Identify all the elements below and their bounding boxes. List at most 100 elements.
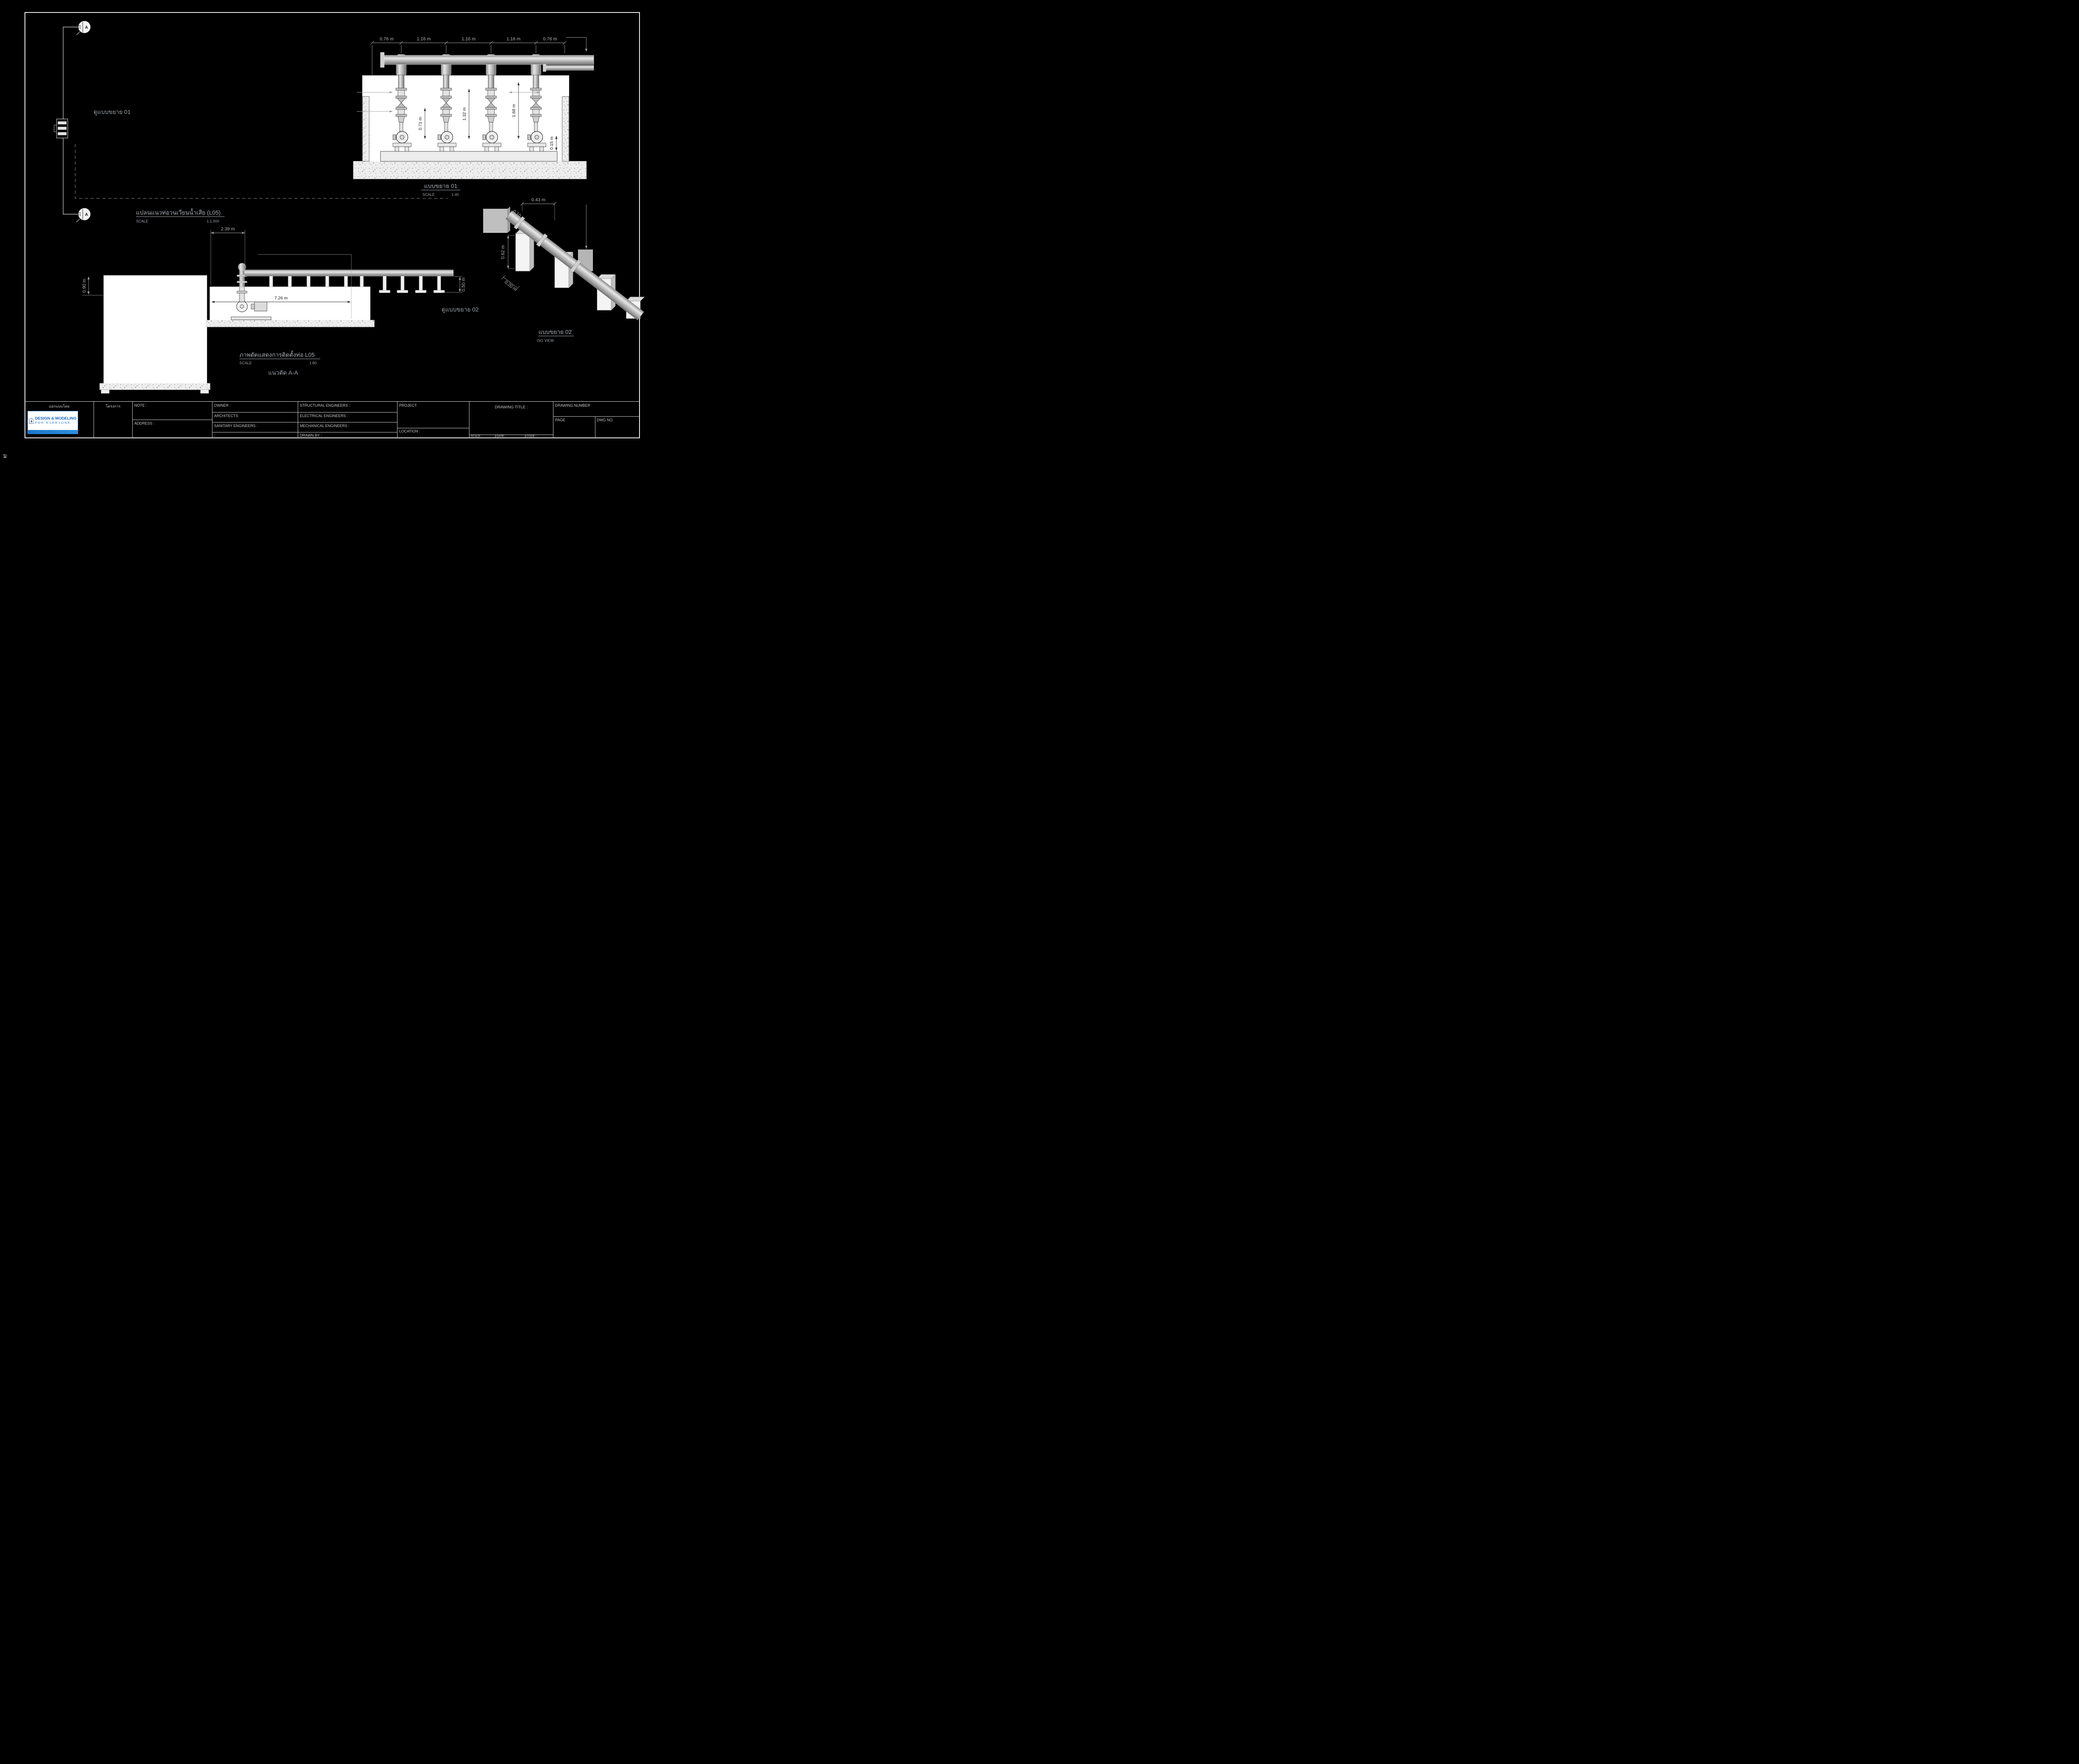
owner-label: OWNER : bbox=[214, 403, 231, 408]
pump-station-plan-symbol bbox=[54, 119, 68, 138]
section-marker-letter: A bbox=[85, 25, 88, 30]
wall-panel bbox=[483, 209, 507, 233]
section-title: ภาพตัดแสดงการติดตั้งท่อ L05 bbox=[240, 351, 315, 358]
section-marker-number: 23 bbox=[78, 212, 81, 216]
see-detail-01-label: ดูแบบขยาย 01 bbox=[94, 109, 131, 116]
electrical-engineers-label: ELECTRICAL ENGINEERS : bbox=[300, 414, 348, 418]
titleblock-project-cell: PROJECT: LOCATION : bbox=[397, 402, 469, 438]
sanitary-engineers-label: SANITARY ENGINEERS : bbox=[214, 424, 258, 428]
dim-label: 1.16 m bbox=[462, 37, 476, 42]
code-label: CODE : bbox=[526, 435, 537, 438]
dim-label: 0.90 m bbox=[82, 279, 87, 293]
plan-scale-label: SCALE bbox=[136, 219, 148, 223]
pipe-supports bbox=[269, 276, 445, 293]
titleblock-designed-by-cell: ออกแบบโดย 8 DESIGN & MODELING FOR EVERYO… bbox=[25, 402, 94, 438]
detail02-view-label: ISO VIEW bbox=[537, 338, 554, 343]
receiving-tank bbox=[104, 275, 207, 384]
titleblock-drawing-number-cell: DRAWING NUMBER PAGE DWG NO. bbox=[553, 402, 640, 438]
sheet-border bbox=[25, 12, 640, 438]
drawn-by-label: DRAWN BY : bbox=[300, 433, 322, 437]
titleblock-drawing-title-cell: DRAWING TITLE : SCALE : DATE : CODE : bbox=[469, 402, 553, 438]
dim-label: 1.16 m bbox=[417, 37, 431, 42]
house-icon: 8 bbox=[29, 418, 34, 424]
section-name-label: แนวตัด A-A bbox=[268, 369, 299, 376]
section-marker-number: 23 bbox=[78, 25, 81, 29]
dim-label: 0.62 m bbox=[501, 245, 506, 259]
logo-line1: DESIGN & MODELING bbox=[35, 416, 77, 421]
dim-label: 1.68 m bbox=[511, 104, 516, 117]
section-dimensions bbox=[82, 230, 462, 319]
plan-title: แปลนแนวท่อวนเวียนน้ำเสีย (L05) bbox=[136, 208, 221, 216]
section-marker-letter: A bbox=[85, 212, 88, 217]
detail01-view: 0.76 m 1.16 m 1.16 m 1.16 m 0.76 m 0.71 … bbox=[353, 37, 594, 197]
dim-label: 0.76 m bbox=[543, 37, 557, 42]
plan-scale-value: 1:1,000 bbox=[207, 219, 219, 223]
elbow-ball bbox=[238, 263, 246, 271]
iso-pipe bbox=[505, 210, 644, 321]
page-label: PAGE bbox=[555, 418, 565, 422]
drawing-canvas: A 23 A 23 ดูแบบขยาย 01 แปลนแนวท่อวนเวียน… bbox=[25, 12, 645, 438]
location-label: LOCATION : bbox=[399, 429, 420, 433]
designed-by-label: ออกแบบโดย bbox=[49, 404, 70, 408]
detail01-scale-label: SCALE bbox=[422, 193, 435, 197]
drawing-sheet: A 23 A 23 ดูแบบขยาย 01 แปลนแนวท่อวนเวียน… bbox=[0, 0, 652, 461]
detail01-title: แบบขยาย 01 bbox=[424, 183, 457, 189]
outlet-pipe bbox=[545, 65, 594, 71]
dim-label: 0.15 m bbox=[549, 136, 554, 150]
dwg-no-label: DWG NO. bbox=[597, 418, 614, 422]
section-marker-a-top: A 23 bbox=[76, 21, 91, 35]
detail01-scale-value: 1:40 bbox=[452, 193, 459, 197]
dim-label: 0.71 m bbox=[418, 117, 423, 130]
address-label: ADDRESS : bbox=[134, 421, 155, 425]
manifold-end-flange bbox=[380, 52, 385, 68]
dim-label: 0.20 m bbox=[504, 280, 518, 292]
blank-row-label: : bbox=[214, 433, 215, 437]
detail02-iso-view: 0.43 m 0.10 m 0.62 m 0.20 m แบบขยาย 02 I… bbox=[483, 198, 645, 343]
pump-base-plinth bbox=[380, 151, 558, 162]
tank-wall-right bbox=[562, 96, 569, 162]
dim-label: 1.32 m bbox=[462, 107, 467, 121]
drawing-title-label: DRAWING TITLE : bbox=[494, 405, 528, 410]
project-label: PROJECT: bbox=[399, 403, 417, 408]
titleblock-engineers-cell: STRUCTURAL ENGINEERS : ELECTRICAL ENGINE… bbox=[298, 402, 397, 438]
dim-label: 2.39 m bbox=[221, 227, 235, 232]
corner-link[interactable]: บ bbox=[3, 452, 7, 458]
mechanical-engineers-label: MECHANICAL ENGINEERS : bbox=[300, 424, 350, 428]
title-block: ออกแบบโดย 8 DESIGN & MODELING FOR EVERYO… bbox=[25, 401, 640, 438]
dim-label: 0.50 m bbox=[461, 277, 466, 292]
project-th-label: โครงการ bbox=[106, 404, 121, 408]
titleblock-owner-cell: OWNER : ARCHITECTS: SANITARY ENGINEERS :… bbox=[212, 402, 298, 438]
dim-label: 1.16 m bbox=[506, 37, 521, 42]
section-scale-value: 1:80 bbox=[309, 361, 317, 365]
dim-label: 0.76 m bbox=[380, 37, 394, 42]
pipe-route-dashed-line bbox=[75, 144, 448, 199]
detail01-inner-dimensions bbox=[424, 82, 558, 151]
company-logo: 8 DESIGN & MODELING FOR EVERYONE bbox=[27, 411, 78, 434]
tank-slab bbox=[99, 383, 210, 390]
section-view: 0.90 m 2.39 m 7.26 m 0.50 m ดูแบบขยาย 02… bbox=[82, 227, 479, 394]
date-label: DATE : bbox=[496, 435, 506, 438]
pit-slab bbox=[205, 320, 375, 327]
dim-label: 0.43 m bbox=[531, 198, 546, 203]
detail02-title: แบบขยาย 02 bbox=[538, 329, 572, 335]
plan-view: A 23 A 23 ดูแบบขยาย 01 แปลนแนวท่อวนเวียน… bbox=[54, 21, 448, 223]
manifold-pipe bbox=[384, 55, 594, 65]
architects-label: ARCHITECTS: bbox=[214, 414, 240, 418]
tank-wall-left bbox=[362, 96, 370, 162]
titleblock-project-th-cell: โครงการ bbox=[94, 402, 132, 438]
see-detail-02-label: ดูแบบขยาย 02 bbox=[442, 306, 479, 313]
titleblock-note-cell: NOTE : ADDRESS : bbox=[132, 402, 212, 438]
detail01-dimensions bbox=[357, 37, 588, 113]
section-marker-a-bottom: A 23 bbox=[76, 208, 91, 222]
logo-line2: FOR EVERYONE bbox=[35, 420, 71, 425]
logo-strip bbox=[28, 430, 78, 434]
pump-pit bbox=[210, 287, 370, 321]
svg-text:8: 8 bbox=[31, 419, 32, 423]
pit-pump bbox=[231, 287, 272, 320]
dim-label: 7.26 m bbox=[274, 296, 288, 301]
scale-label: SCALE : bbox=[471, 435, 482, 438]
note-label: NOTE : bbox=[134, 403, 147, 408]
discharge-pipe bbox=[237, 263, 454, 287]
drawing-number-label: DRAWING NUMBER bbox=[555, 403, 590, 408]
section-scale-label: SCALE bbox=[240, 361, 252, 365]
